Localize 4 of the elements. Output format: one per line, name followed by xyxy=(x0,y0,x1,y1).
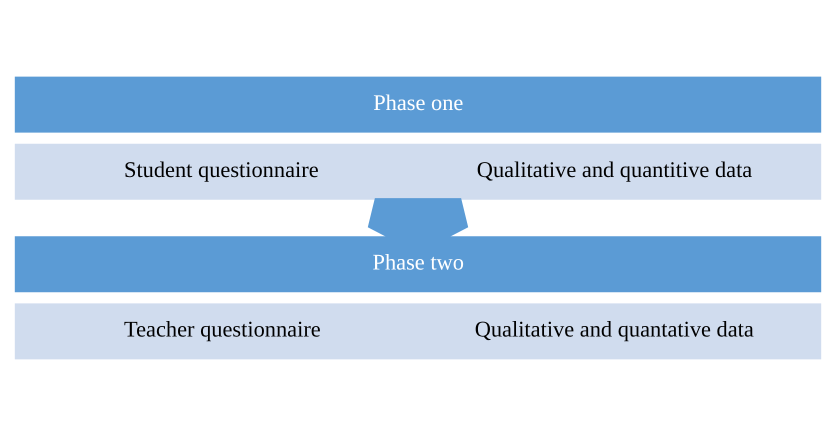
node-box: Phase one xyxy=(14,76,822,132)
node-box: Teacher questionnaire Qualitative and quantative data xyxy=(14,302,822,359)
node-box: Student questionnaire Qualitative and quantitive data xyxy=(14,143,822,200)
node-box: Phase two xyxy=(14,236,822,292)
